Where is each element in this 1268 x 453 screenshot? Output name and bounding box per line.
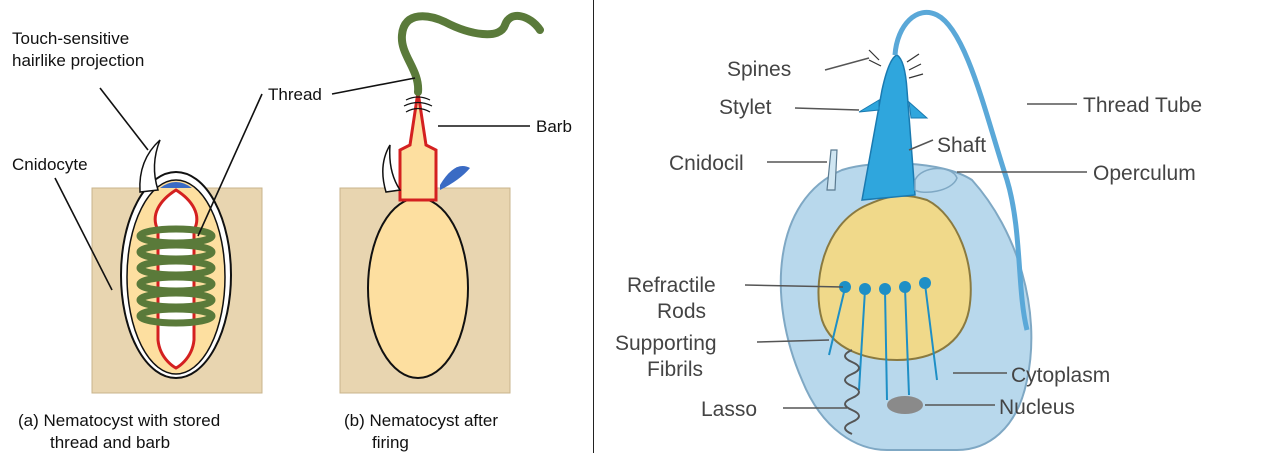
capsule-b	[368, 198, 468, 378]
label-cytoplasm: Cytoplasm	[1011, 364, 1110, 387]
right-diagram: Spines Stylet Cnidocil Shaft Thread Tube…	[597, 0, 1268, 453]
coiled-thread-a	[140, 229, 212, 323]
label-lasso: Lasso	[701, 398, 757, 421]
right-nematocyst-panel: Spines Stylet Cnidocil Shaft Thread Tube…	[597, 0, 1268, 453]
discharged-thread-b	[402, 16, 540, 92]
label-cnidocyte: Cnidocyte	[12, 155, 88, 174]
caption-b-line1: (b) Nematocyst after	[344, 411, 498, 430]
caption-a-line1: (a) Nematocyst with stored	[18, 411, 220, 430]
label-touch-line2: hairlike projection	[12, 51, 144, 70]
panel-divider	[590, 0, 597, 453]
left-diagram: Touch-sensitive hairlike projection Cnid…	[0, 0, 590, 453]
label-barb: Barb	[536, 117, 572, 136]
label-cnidocil: Cnidocil	[669, 152, 744, 175]
hairlike-projection-a	[140, 140, 160, 192]
caption-a-line2: thread and barb	[50, 433, 170, 452]
nucleus	[887, 396, 923, 414]
caption-b-line2: firing	[372, 433, 409, 452]
label-shaft: Shaft	[937, 134, 986, 157]
label-stylet: Stylet	[719, 96, 772, 119]
label-thread-tube: Thread Tube	[1083, 94, 1202, 117]
left-nematocyst-panel: Touch-sensitive hairlike projection Cnid…	[0, 0, 590, 453]
hairlike-projection-b	[383, 145, 400, 192]
label-nucleus: Nucleus	[999, 396, 1075, 419]
label-spines: Spines	[727, 58, 791, 81]
label-touch-line1: Touch-sensitive	[12, 29, 129, 48]
label-refractile-line1: Refractile	[627, 274, 716, 297]
label-supporting-line1: Supporting	[615, 332, 717, 355]
stylet-right	[909, 102, 927, 118]
label-supporting-line2: Fibrils	[647, 358, 703, 381]
label-thread: Thread	[268, 85, 322, 104]
operculum-b	[440, 166, 470, 190]
stylet	[859, 100, 879, 112]
label-operculum: Operculum	[1093, 162, 1196, 185]
shaft	[862, 55, 915, 200]
label-refractile-line2: Rods	[657, 300, 706, 323]
cnidocil	[827, 150, 837, 190]
